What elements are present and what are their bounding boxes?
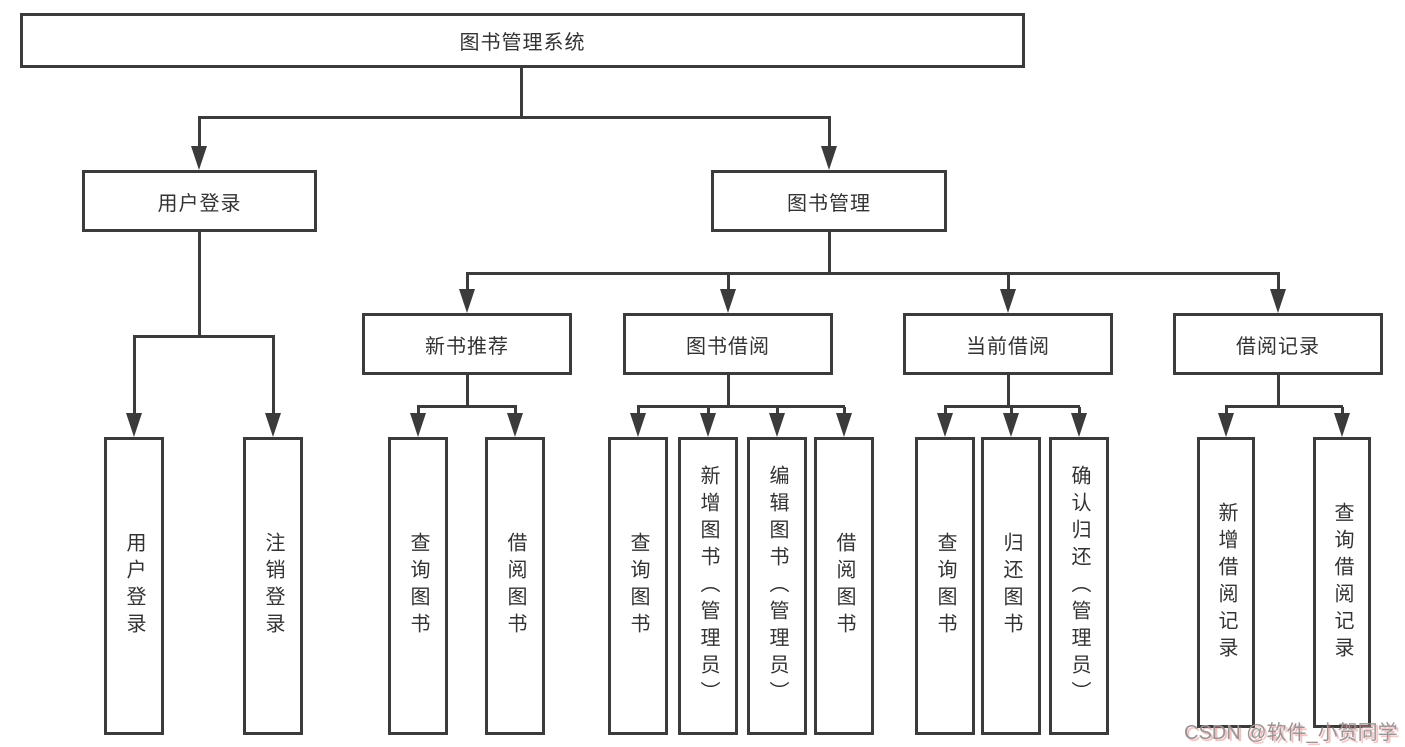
connector-arrow [410,413,426,437]
connector-line [466,274,469,291]
connector-line [727,375,730,407]
connector-arrow [821,146,837,170]
connector-line [198,118,201,148]
node-label: 用户登录 [157,192,242,215]
connector-arrow [630,413,646,437]
connector-line [776,407,779,415]
node-label: 确认归还（管理员） [1068,464,1090,708]
connector-line [1078,407,1081,415]
leaf-bb-edit-books-admin: 编辑图书（管理员） [747,437,807,735]
connector-line [1007,274,1010,291]
connector-arrow [937,413,953,437]
connector-line [514,407,517,415]
connector-line [1225,407,1228,415]
connector-line [133,335,275,338]
connector-arrow [191,146,207,170]
node-label: 新增图书（管理员） [697,464,719,708]
node-label: 新增借阅记录 [1215,501,1237,664]
watermark: CSDN @软件_小贺同学 [1184,722,1398,744]
connector-line [1225,405,1343,408]
node-current-borrowing: 当前借阅 [903,313,1113,375]
node-label: 查询图书 [407,532,429,640]
connector-arrow [700,413,716,437]
connector-line [417,405,517,408]
node-new-book-recommend: 新书推荐 [362,313,572,375]
node-label: 用户登录 [123,532,145,640]
connector-line [1007,375,1010,407]
leaf-user-login: 用户登录 [104,437,164,735]
connector-line [417,407,420,415]
node-label: 查询图书 [627,532,649,640]
connector-line [1277,375,1280,407]
connector-arrow [1071,413,1087,437]
connector-arrow [769,413,785,437]
leaf-rec-query-books: 查询图书 [388,437,448,735]
node-label: 新书推荐 [425,335,509,358]
node-label: 编辑图书（管理员） [766,464,788,708]
connector-line [828,118,831,148]
leaf-bb-borrow-books: 借阅图书 [814,437,874,735]
connector-line [520,68,523,118]
node-label: 借阅记录 [1236,335,1320,358]
node-user-login: 用户登录 [82,170,317,232]
node-label: 图书管理系统 [459,32,586,54]
connector-arrow [507,413,523,437]
connector-line [637,407,640,415]
connector-arrow [720,289,736,313]
leaf-cb-return-books: 归还图书 [981,437,1041,735]
node-borrowing-records: 借阅记录 [1173,313,1383,375]
connector-line [272,337,275,415]
connector-line [133,337,136,415]
leaf-bb-add-books-admin: 新增图书（管理员） [678,437,738,735]
connector-arrow [1270,289,1286,313]
connector-arrow [265,413,281,437]
leaf-cb-confirm-return-admin: 确认归还（管理员） [1049,437,1109,735]
leaf-br-add-record: 新增借阅记录 [1197,437,1255,728]
connector-line [1277,274,1280,291]
connector-arrow [459,289,475,313]
node-label: 注销登录 [262,532,284,640]
connector-line [1010,407,1013,415]
connector-arrow [1003,413,1019,437]
leaf-logout: 注销登录 [243,437,303,735]
connector-arrow [1334,413,1350,437]
node-library-management-system: 图书管理系统 [20,13,1025,68]
connector-arrow [1000,289,1016,313]
leaf-rec-borrow-books: 借阅图书 [485,437,545,735]
connector-line [944,407,947,415]
node-label: 图书借阅 [686,335,770,358]
connector-line [828,232,831,274]
node-label: 查询借阅记录 [1331,501,1353,664]
connector-line [466,375,469,407]
connector-line [637,405,845,408]
connector-line [198,232,201,337]
connector-line [707,407,710,415]
connector-arrow [836,413,852,437]
node-label: 借阅图书 [504,532,526,640]
connector-line [944,405,1080,408]
node-book-borrowing: 图书借阅 [623,313,833,375]
leaf-cb-query-books: 查询图书 [915,437,975,735]
node-label: 图书管理 [787,192,871,215]
connector-line [727,274,730,291]
leaf-bb-query-books: 查询图书 [608,437,668,735]
node-label: 查询图书 [934,532,956,640]
node-label: 归还图书 [1000,532,1022,640]
node-label: 当前借阅 [966,335,1050,358]
connector-line [1341,407,1344,415]
leaf-br-query-record: 查询借阅记录 [1313,437,1371,728]
connector-line [198,116,831,119]
connector-arrow [1218,413,1234,437]
connector-line [843,407,846,415]
node-label: 借阅图书 [833,532,855,640]
connector-line [466,272,1280,275]
connector-arrow [126,413,142,437]
node-book-management: 图书管理 [711,170,947,232]
